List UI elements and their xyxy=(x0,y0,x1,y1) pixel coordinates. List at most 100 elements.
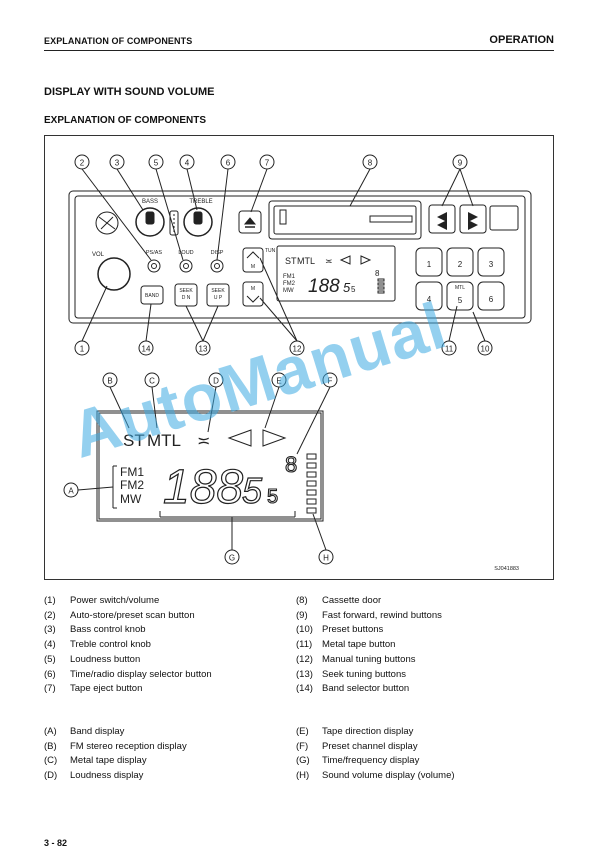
legend-key: (1) xyxy=(44,595,56,606)
legend-item: (D)Loudness display xyxy=(44,769,187,784)
legend-numbers-right: (8)Cassette door(9)Fast forward, rewind … xyxy=(296,594,442,697)
callout-G: G xyxy=(229,554,235,563)
radio-diagram: 2 3 5 4 6 7 8 9 BASS TREB xyxy=(63,154,532,572)
legend-text: Tape direction display xyxy=(322,726,414,737)
seek-dn-sub: D N xyxy=(182,295,191,301)
legend-text: Metal tape display xyxy=(70,755,147,767)
svg-text:M: M xyxy=(251,264,255,270)
band-label: BAND xyxy=(145,293,159,299)
legend-key: (G) xyxy=(296,755,310,767)
callout-8: 8 xyxy=(368,159,373,168)
callout-C: C xyxy=(149,377,155,386)
top-callouts: 2 3 5 4 6 7 8 9 xyxy=(74,154,468,170)
preset-1: 1 xyxy=(427,260,432,269)
callout-12: 12 xyxy=(293,345,302,354)
seek-dn-label: SEEK xyxy=(179,288,193,294)
legend-text: Band selector button xyxy=(322,683,410,695)
display-small-s: 5 xyxy=(267,486,278,508)
display-preset-digit: 8 xyxy=(285,452,297,477)
svg-text:FM1: FM1 xyxy=(283,274,296,280)
legend-item: (E)Tape direction display xyxy=(296,725,455,740)
legend-key: (H) xyxy=(296,770,310,782)
preset-3: 3 xyxy=(489,260,494,269)
callout-7: 7 xyxy=(265,159,270,168)
radio-unit: BASS TREBLE VOL xyxy=(68,190,532,324)
legend-letters-left: (A)Band display(B)FM stereo reception di… xyxy=(44,725,187,784)
callout-13: 13 xyxy=(199,345,208,354)
mtl-label: MTL xyxy=(455,285,465,291)
legend-key: (C) xyxy=(44,755,58,767)
callout-A: A xyxy=(68,487,74,496)
legend-text: Sound volume display (volume) xyxy=(322,770,455,782)
preset-buttons: 1 2 3 4 MTL 5 6 xyxy=(415,247,505,311)
preset-6: 6 xyxy=(489,295,494,304)
callout-10: 10 xyxy=(481,345,490,354)
callout-14: 14 xyxy=(142,345,151,354)
preset-4: 4 xyxy=(427,295,432,304)
svg-text:MW: MW xyxy=(283,288,294,294)
callout-3: 3 xyxy=(115,159,120,168)
callout-2: 2 xyxy=(80,159,85,168)
display-freq2: 5 xyxy=(242,470,263,511)
legend-item: (8)Cassette door xyxy=(296,594,442,609)
svg-text:8: 8 xyxy=(375,269,380,278)
callout-1: 1 xyxy=(80,345,85,354)
small-display-freq: 188 xyxy=(308,276,340,297)
callout-F: F xyxy=(328,377,333,386)
figure-code: SJ041883 xyxy=(494,566,519,572)
legend-item: (12)Manual tuning buttons xyxy=(296,653,442,668)
display-freq: 188 xyxy=(163,461,243,514)
disp-label: DISP xyxy=(211,250,224,256)
svg-text:5: 5 xyxy=(351,285,356,294)
legend-key: (B) xyxy=(44,740,57,752)
legend-item: (H) Sound volume display (volume) xyxy=(296,769,455,784)
legend-key: (2) xyxy=(44,609,56,621)
ps-as-label: PS/AS xyxy=(146,250,163,256)
legend-text: Time/frequency display xyxy=(322,755,420,767)
legend-text: Loudness button xyxy=(70,653,141,665)
legend-text: Fast forward, rewind buttons xyxy=(322,609,442,621)
preset-5: 5 xyxy=(458,296,463,305)
display-st: ST xyxy=(123,431,145,450)
legend-text: Manual tuning buttons xyxy=(322,653,416,665)
legend-key: (11) xyxy=(296,639,313,651)
legend-text: Bass control knob xyxy=(70,624,146,636)
legend-text: Metal tape button xyxy=(322,639,396,651)
sub-title: EXPLANATION OF COMPONENTS xyxy=(44,115,207,126)
legend-text: Power switch/volume xyxy=(70,595,160,606)
page-number: 3 - 82 xyxy=(44,838,68,848)
bottom-callouts: 1 14 13 12 11 10 xyxy=(74,257,493,356)
legend-letters-right: (E)Tape direction display(F)Preset chann… xyxy=(296,725,455,784)
vol-label: VOL xyxy=(92,252,105,258)
svg-text:FM2: FM2 xyxy=(283,281,296,287)
legend-item: (3) Bass control knob xyxy=(44,623,212,638)
bass-label: BASS xyxy=(142,199,158,205)
legend-key: (14) xyxy=(296,683,313,695)
radio-diagram-figure: 2 3 5 4 6 7 8 9 BASS TREB xyxy=(44,135,554,580)
tun-label: TUN xyxy=(265,248,276,254)
legend-item: (A)Band display xyxy=(44,725,187,740)
legend-text: Time/radio display selector button xyxy=(70,668,212,680)
legend-key: (13) xyxy=(296,668,313,680)
loud-label: LOUD xyxy=(178,250,193,256)
legend-key: (3) xyxy=(44,624,56,636)
callout-11: 11 xyxy=(445,345,454,354)
display-fm2: FM2 xyxy=(120,478,144,492)
small-display-st: ST xyxy=(285,256,297,266)
display-fm1: FM1 xyxy=(120,465,144,479)
legend-item: (11) Metal tape button xyxy=(296,638,442,653)
legend-text: Tape eject button xyxy=(70,683,143,695)
callout-6: 6 xyxy=(226,159,231,168)
legend-text: Loudness display xyxy=(70,770,144,782)
legend-item: (G) Time/frequency display xyxy=(296,754,455,769)
treble-label: TREBLE xyxy=(189,199,212,205)
legend-key: (8) xyxy=(296,595,308,606)
legend-key: (6) xyxy=(44,668,56,680)
legend-item: (13) Seek tuning buttons xyxy=(296,668,442,683)
legend-item: (9)Fast forward, rewind buttons xyxy=(296,609,442,624)
section-title: DISPLAY WITH SOUND VOLUME xyxy=(44,86,215,98)
legend-item: (F)Preset channel display xyxy=(296,740,455,755)
legend-key: (5) xyxy=(44,653,56,665)
legend-key: (7) xyxy=(44,683,56,695)
legend-text: Seek tuning buttons xyxy=(322,668,406,680)
